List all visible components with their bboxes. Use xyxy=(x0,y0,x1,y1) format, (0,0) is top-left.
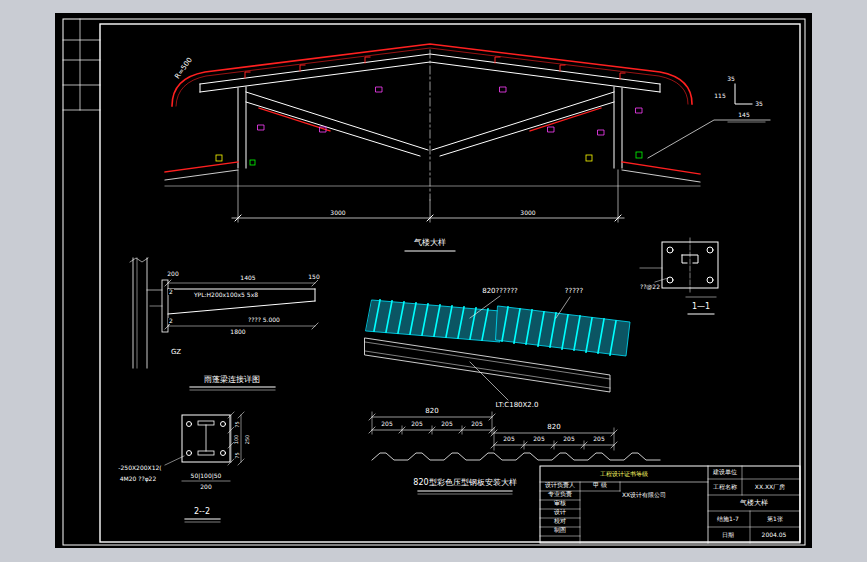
dimension: 200 xyxy=(166,271,179,277)
plate-spec: -250X200X12( xyxy=(117,465,162,471)
title-block-cell: 制图 xyxy=(553,528,567,534)
dimension: 1800 xyxy=(229,329,246,335)
section-mark: 2 xyxy=(168,289,174,295)
title-block-cell: 校对 xyxy=(553,519,567,525)
dimension: 820 xyxy=(546,424,561,431)
title-block-cell: 审核 xyxy=(553,501,567,507)
dimension: 1405 xyxy=(239,275,256,281)
dimension: 150 xyxy=(307,274,320,280)
member-spec: YPL:H200x100x5 5x8 xyxy=(193,292,259,298)
detail-title: 雨蓬梁连接详图 xyxy=(203,376,261,384)
fastener-note: ????? xyxy=(564,288,585,295)
column-tag: GZ xyxy=(170,349,182,356)
elevation-note: ???? 5.000 xyxy=(247,317,281,323)
bolt-note: ??@22 xyxy=(639,284,661,290)
title-block-cell: 设计 xyxy=(553,510,567,516)
title-block-cell: 第1张 xyxy=(766,516,784,522)
title-block-cell: 甲 级 xyxy=(592,483,608,489)
section-mark: 2 xyxy=(168,318,174,324)
dimension: 205 xyxy=(410,421,423,427)
bolt-note: 4M20 ??φ22 xyxy=(119,476,158,482)
detail-title: 820型彩色压型钢板安装大样 xyxy=(412,479,517,487)
dimension: 35 xyxy=(726,76,736,82)
title-block-cell: 气楼大样 xyxy=(739,500,769,507)
dimension: 3000 xyxy=(329,210,346,216)
radius-note: R=500 xyxy=(174,55,195,80)
dimension: 200 xyxy=(199,484,212,490)
dimension: 50|100|50 xyxy=(190,473,223,479)
dimension: 75 xyxy=(235,420,240,428)
title-block-cell: XX设计有限公司 xyxy=(621,492,667,498)
dimension: 145 xyxy=(737,112,750,118)
dimension: 205 xyxy=(562,436,575,442)
title-block-cell: XX.XX厂房 xyxy=(754,484,786,490)
dimension: 205 xyxy=(440,421,453,427)
purlin-spec: LT:C180X2.0 xyxy=(495,402,540,409)
dimension: 75 xyxy=(235,451,240,459)
detail-title: 气楼大样 xyxy=(413,239,447,247)
title-block-cell: 工程名称 xyxy=(712,484,738,490)
dimension: 115 xyxy=(713,93,726,99)
title-block-cell: 设计负责人 xyxy=(544,483,576,489)
dimension: 250 xyxy=(245,433,250,445)
dimension: 35 xyxy=(754,101,764,107)
dimension: 100 xyxy=(234,433,239,445)
dimension: 205 xyxy=(470,421,483,427)
title-block-cell: 日期 xyxy=(721,532,735,538)
dimension: 3000 xyxy=(519,210,536,216)
section-title: 1—1 xyxy=(691,303,711,311)
section-title: 2--2 xyxy=(193,508,211,516)
title-block-cell: 建设单位 xyxy=(712,469,738,475)
title-block-cell: 结施1-7 xyxy=(716,516,740,522)
dimension: 205 xyxy=(380,421,393,427)
dimension: 205 xyxy=(502,436,515,442)
dimension: 205 xyxy=(592,436,605,442)
title-block-cell: 2004.05 xyxy=(761,532,788,538)
title-block-cell: 工程设计证书等级 xyxy=(599,471,649,477)
panel-note: 820?????? xyxy=(481,288,519,295)
title-block-cell: 专业负责 xyxy=(547,492,573,498)
dimension: 205 xyxy=(532,436,545,442)
dimension: 820 xyxy=(424,408,439,415)
